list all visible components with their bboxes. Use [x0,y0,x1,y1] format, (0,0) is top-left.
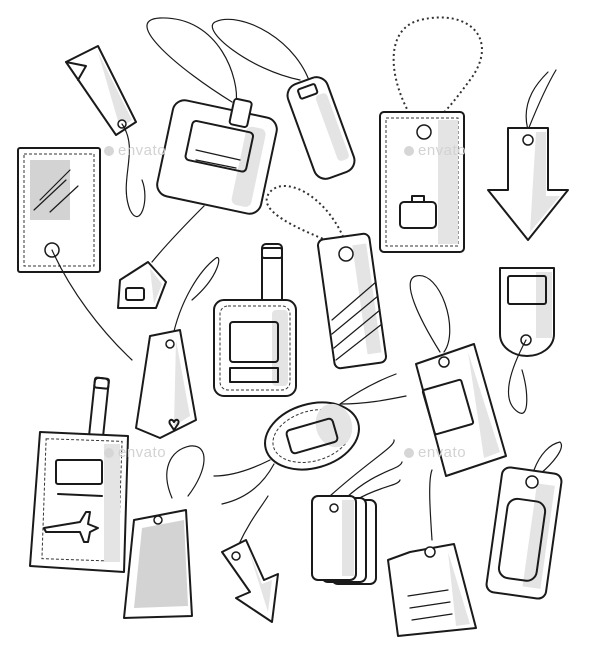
flag-tag [65,45,146,218]
plain-heart-tag [135,256,220,439]
envato-logo-icon [104,448,114,458]
strap-luggage-tag [213,243,297,397]
shaded-tag [123,445,205,619]
arrow-tag-diagonal [221,495,279,623]
stacked-tags [311,439,403,585]
envato-logo-icon [404,448,414,458]
oval-tag [213,373,407,505]
chain-tag-with-suitcase [379,16,483,253]
watermark: envato [104,142,166,159]
small-pentagon-tag [117,205,205,309]
watermark: envato [104,444,166,461]
lined-tag [387,469,477,637]
arrow-tag-down [487,69,569,241]
luggage-tag-with-window [146,17,278,215]
rounded-shaded-tag [485,441,563,600]
window-tag-with-string [409,275,507,477]
envato-logo-icon [404,146,414,156]
rounded-window-tag [499,267,555,414]
stitched-rectangle-tag [17,147,133,361]
watermark: envato [404,142,466,159]
rounded-tag-with-clip [211,18,356,180]
watermark: envato [404,444,466,461]
airplane-luggage-tag [29,376,129,573]
chain-tag-with-stripes [265,185,388,370]
envato-logo-icon [104,146,114,156]
